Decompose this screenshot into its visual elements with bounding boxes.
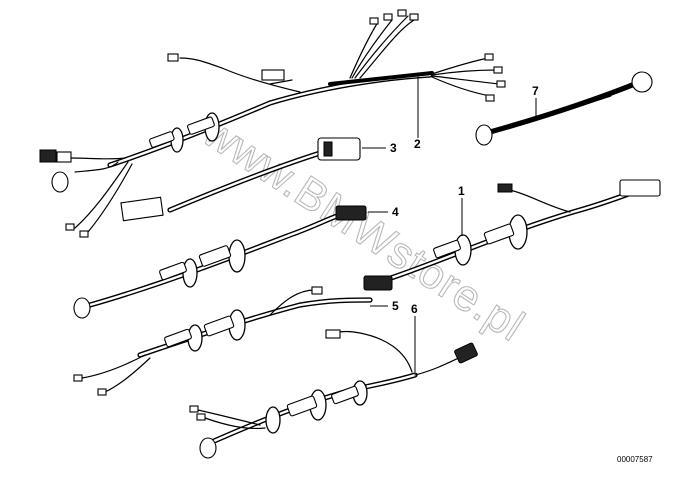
harness-part-7	[475, 71, 653, 146]
harness-part-1	[363, 179, 661, 291]
harness-part-3	[120, 137, 361, 222]
callout-1: 1	[458, 184, 465, 198]
callout-6: 6	[411, 302, 418, 316]
document-number: 00007587	[617, 455, 653, 464]
callout-7: 7	[532, 84, 539, 98]
harness-part-6	[189, 329, 478, 459]
callout-2: 2	[414, 137, 421, 151]
harness-part-5	[73, 286, 373, 396]
harness-part-4	[73, 205, 367, 319]
harness-part-2	[39, 9, 506, 238]
callout-3: 3	[390, 141, 397, 155]
callout-5: 5	[392, 299, 399, 313]
callout-4: 4	[392, 205, 399, 219]
